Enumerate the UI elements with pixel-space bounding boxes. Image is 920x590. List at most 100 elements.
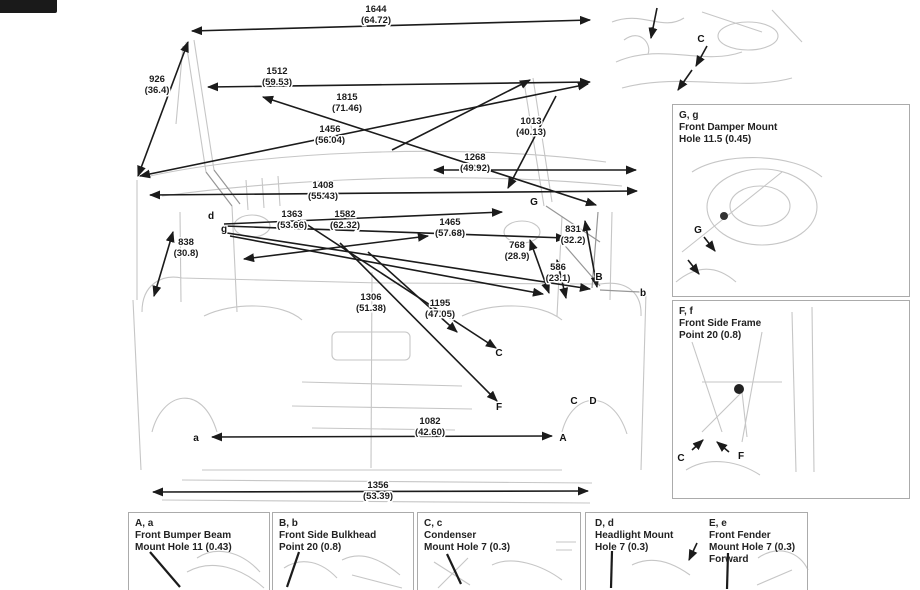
detail-panel-top: [612, 0, 908, 96]
caption-line: Condenser: [424, 530, 477, 541]
dimension-value-in: (59.53): [262, 77, 292, 88]
dimension-value-mm: 1408: [312, 180, 333, 191]
dimension-value-mm: 586: [550, 262, 566, 273]
dimension-value-mm: 1195: [430, 298, 451, 309]
detail-panel-front-side-frame: F, f Front Side Frame Point 20 (0.8): [672, 300, 910, 499]
dimension-arrow: [226, 232, 592, 292]
dimension-value-mm: 1582: [334, 209, 355, 220]
caption-line: A, a: [135, 518, 154, 529]
dimension-arrow: [223, 225, 568, 243]
caption-line: E, e: [709, 518, 727, 529]
dimension-value-mm: 1465: [439, 217, 461, 228]
dimension-value-in: (55.43): [308, 191, 338, 202]
dimension-arrow: [648, 7, 658, 40]
caption-front-side-frame: F, f Front Side Frame Point 20 (0.8): [673, 301, 909, 342]
dimension-value-mm: 1268: [464, 152, 485, 163]
dimension-arrow: [137, 40, 189, 178]
caption-line: Headlight Mount: [595, 530, 674, 541]
dimension-arrow: [725, 552, 730, 590]
dimension-value-mm: 1363: [281, 209, 302, 220]
caption-line: Forward: [709, 554, 749, 565]
dimension-value-in: (51.38): [356, 303, 386, 314]
dimension-arrow: [149, 551, 181, 588]
caption-front-side-bulkhead: B, b Front Side Bulkhead Point 20 (0.8): [273, 513, 413, 554]
detail-panel-front-side-bulkhead: B, b Front Side Bulkhead Point 20 (0.8): [272, 512, 414, 590]
dimension-value-mm: 1456: [319, 124, 340, 135]
dimension-value-mm: 1815: [336, 92, 358, 103]
dimension-value-in: (71.46): [332, 103, 362, 114]
dimension-arrow: [148, 186, 639, 200]
dimension-value-in: (28.9): [505, 251, 530, 262]
dimension-arrow: [285, 551, 301, 588]
dimension-value-mm: 926: [149, 74, 165, 85]
dimension-value-mm: 1356: [367, 480, 388, 491]
page-corner-marker: [0, 0, 57, 13]
dimension-arrow: [554, 258, 569, 300]
dimension-value-in: (56.04): [315, 135, 345, 146]
dimension-arrow: [529, 238, 550, 295]
dimension-value-in: (49.92): [460, 163, 490, 174]
dimension-value-in: (42.60): [415, 427, 445, 438]
dimension-arrow: [190, 15, 592, 36]
caption-condenser: C, c Condenser Mount Hole 7 (0.3): [418, 513, 580, 554]
panel-letter: C: [697, 34, 704, 45]
caption-line: G, g: [679, 110, 699, 121]
caption-line: Point 20 (0.8): [679, 330, 742, 341]
dimension-value-in: (30.8): [174, 248, 199, 259]
caption-line: C, c: [424, 518, 443, 529]
point-marker: C: [495, 348, 502, 359]
caption-line: Point 20 (0.8): [279, 542, 342, 553]
dimension-value-in: (40.13): [516, 127, 546, 138]
point-marker: F: [496, 402, 502, 413]
caption-line: Hole 11.5 (0.45): [679, 134, 752, 145]
dimension-value-in: (53.39): [363, 491, 393, 502]
caption-line: Front Side Bulkhead: [279, 530, 377, 541]
caption-line: Hole 7 (0.3): [595, 542, 649, 553]
caption-line: B, b: [279, 518, 298, 529]
dimension-arrow: [242, 232, 430, 263]
point-marker: B: [595, 272, 602, 283]
caption-headlight-mount: D, d Headlight Mount Hole 7 (0.3): [595, 518, 673, 554]
dimension-arrow: [609, 550, 614, 589]
dimension-arrow: [151, 486, 590, 497]
dimension-arrow: [691, 439, 704, 451]
point-marker: A: [559, 433, 566, 444]
point-marker: G: [530, 197, 538, 208]
dimension-arrow: [152, 230, 175, 298]
point-marker: b: [640, 288, 646, 299]
dimension-arrow: [677, 69, 693, 91]
dimension-value-in: (32.2): [561, 235, 586, 246]
caption-line: Front Damper Mount: [679, 122, 778, 133]
caption-line: Front Side Frame: [679, 318, 762, 329]
caption-line: D, d: [595, 518, 614, 529]
caption-line: Mount Hole 11 (0.43): [135, 542, 232, 553]
dimension-value-in: (53.66): [277, 220, 307, 231]
detail-panel-condenser: C, c Condenser Mount Hole 7 (0.3): [417, 512, 581, 590]
panel-letter: F: [738, 451, 744, 462]
point-marker: g: [221, 224, 227, 235]
dimension-value-in: (64.72): [361, 15, 391, 26]
panel-letter: G: [694, 225, 702, 236]
detail-panel-front-bumper-beam: A, a Front Bumper Beam Mount Hole 11 (0.…: [128, 512, 270, 590]
detail-panel-front-damper-mount: G, g Front Damper Mount Hole 11.5 (0.45): [672, 104, 910, 297]
dimension-value-in: (62.32): [330, 220, 360, 231]
caption-line: Mount Hole 7 (0.3): [424, 542, 511, 553]
caption-line: Front Fender: [709, 530, 771, 541]
dimension-arrow: [688, 542, 698, 562]
caption-line: F, f: [679, 306, 693, 317]
detail-panel-headlight-and-fender: D, d Headlight Mount Hole 7 (0.3) E, e F…: [585, 512, 808, 590]
dimension-value-mm: 1512: [266, 66, 287, 77]
dimension-arrow: [703, 236, 716, 252]
dimension-value-mm: 838: [178, 237, 194, 248]
dimension-arrow: [695, 45, 708, 67]
dimension-arrow: [582, 219, 600, 289]
dimension-arrow: [229, 235, 545, 297]
dimension-labels-layer: 1644(64.72)926(36.4)1512(59.53)1815(71.4…: [143, 3, 587, 504]
dimension-arrow: [446, 553, 462, 585]
dimension-value-mm: 1013: [520, 116, 541, 127]
dimension-value-mm: 1082: [419, 416, 440, 427]
